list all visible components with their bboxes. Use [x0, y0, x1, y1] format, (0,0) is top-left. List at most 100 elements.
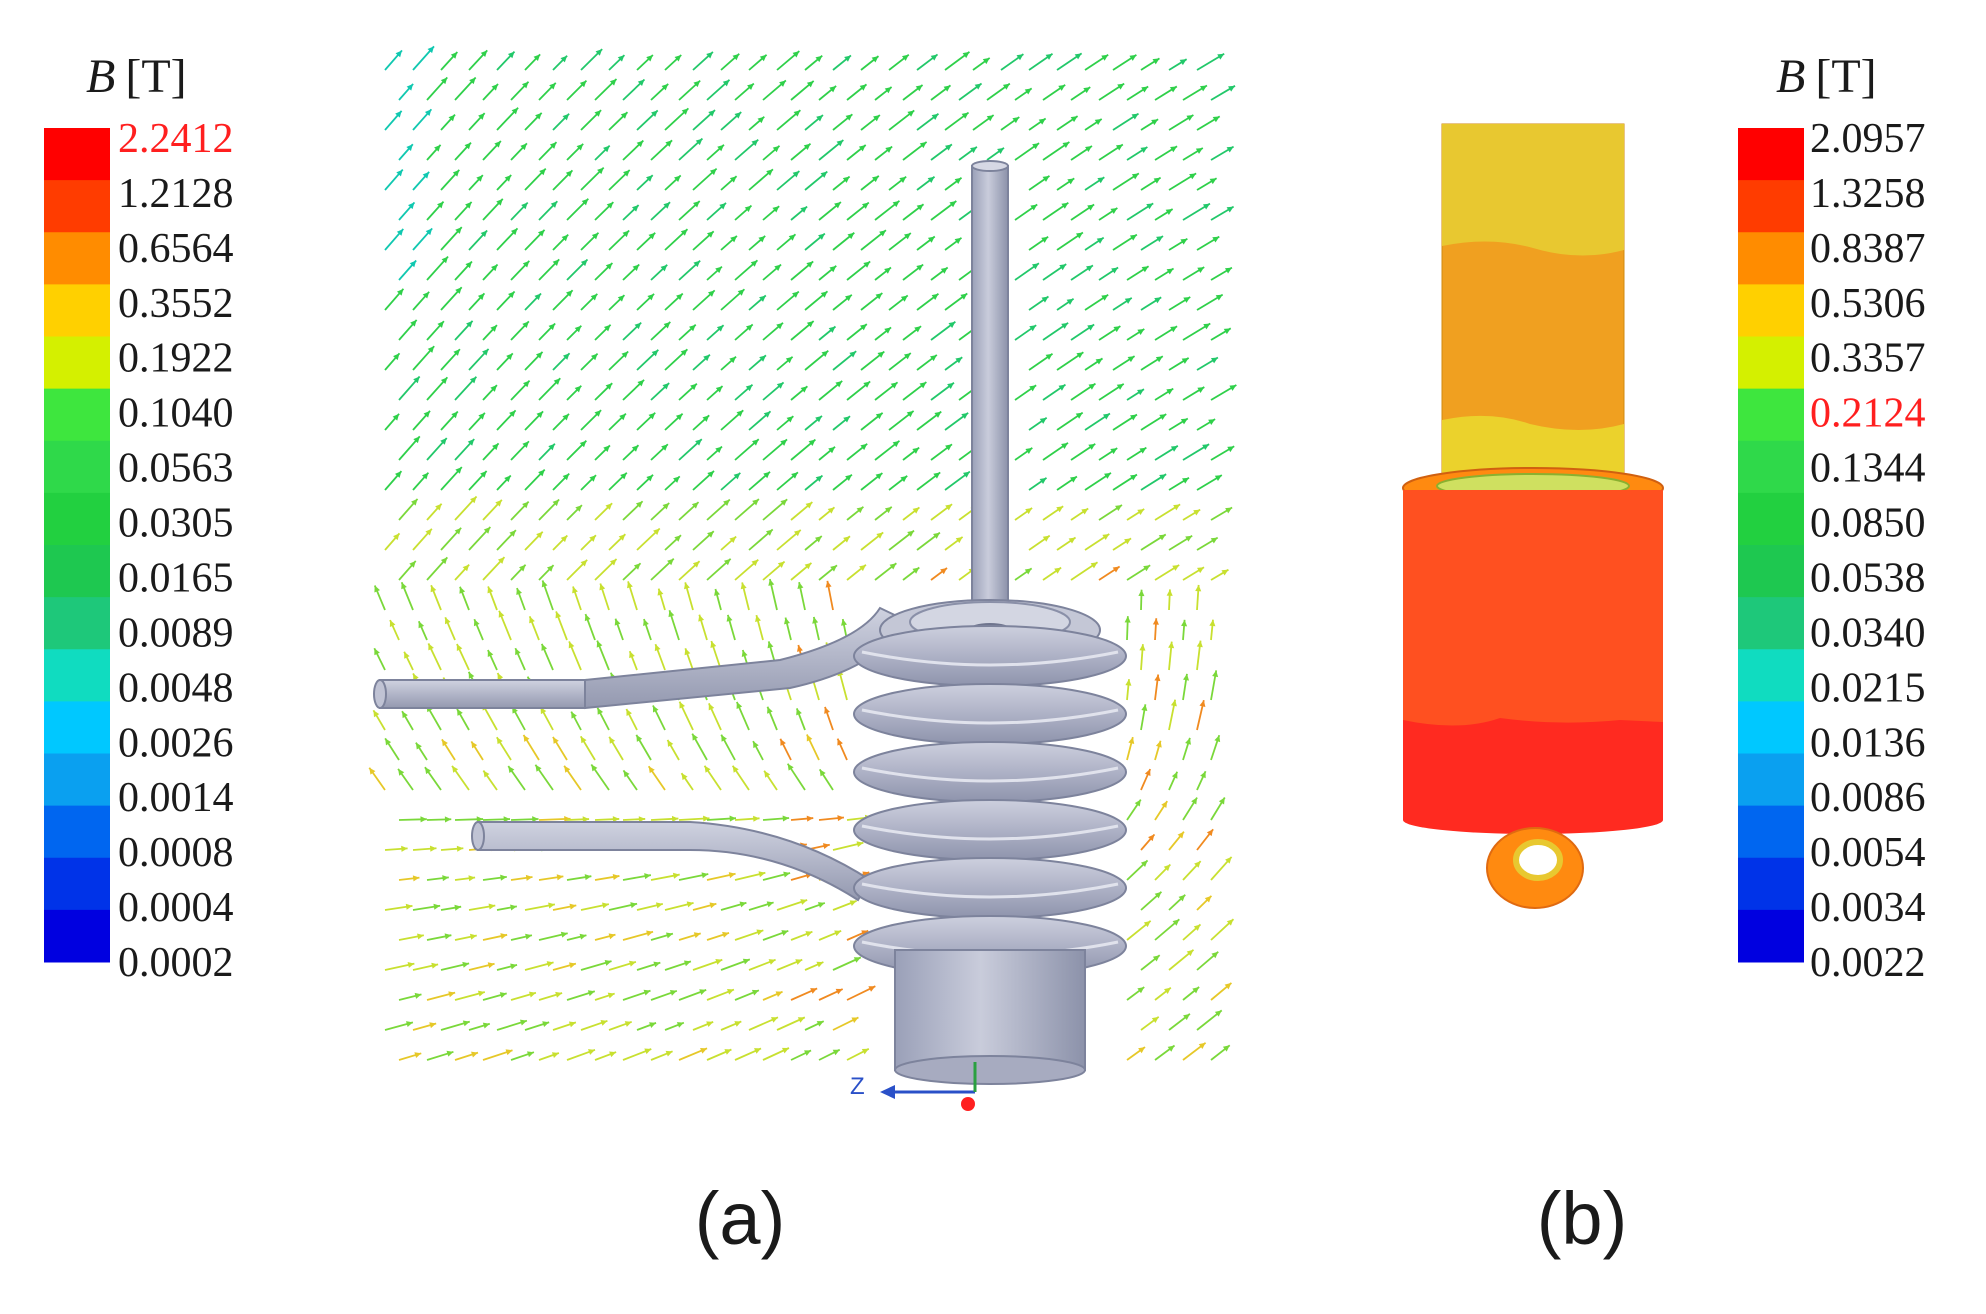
- colorbar-a-band-13: [44, 805, 110, 859]
- field-arrow: [902, 141, 928, 161]
- field-arrow: [1140, 704, 1148, 731]
- colorbar-b-band-10: [1738, 649, 1804, 702]
- colorbar-a-unit: [T]: [125, 50, 186, 103]
- colorbar-b-band-14: [1738, 857, 1804, 911]
- field-arrow: [580, 534, 597, 551]
- field-arrow: [731, 765, 750, 791]
- field-arrow: [487, 649, 498, 671]
- field-arrow: [510, 260, 530, 281]
- field-arrow: [678, 259, 701, 281]
- colorbar-b-tick-label: 1.3258: [1810, 171, 1926, 217]
- field-arrow: [622, 139, 644, 161]
- field-arrow: [684, 647, 694, 671]
- colorbar-b-band-12: [1738, 753, 1804, 807]
- field-arrow: [636, 527, 661, 551]
- field-arrow: [664, 534, 682, 551]
- colorbar-a-band-12: [44, 753, 110, 807]
- field-arrow: [496, 963, 518, 971]
- field-arrow: [415, 742, 428, 761]
- field-arrow: [726, 614, 736, 641]
- field-arrow: [1140, 296, 1162, 311]
- field-arrow: [441, 738, 456, 761]
- field-arrow: [846, 443, 868, 461]
- colorbar-b-tick-label: 0.2124: [1810, 391, 1926, 437]
- field-arrow: [468, 112, 486, 131]
- field-arrow: [846, 201, 870, 221]
- panel-a-label: (a): [695, 1177, 785, 1260]
- field-arrow: [1154, 208, 1174, 221]
- field-arrow: [944, 536, 964, 551]
- colorbar-b-bands: [1738, 128, 1804, 963]
- field-arrow: [818, 201, 842, 221]
- field-arrow: [755, 614, 764, 641]
- field-arrow: [1168, 114, 1194, 131]
- field-arrow: [572, 586, 582, 611]
- field-arrow: [1084, 53, 1109, 71]
- field-arrow: [902, 566, 920, 581]
- field-arrow: [776, 529, 802, 551]
- field-arrow: [454, 990, 486, 1001]
- field-arrow: [1154, 918, 1180, 941]
- field-arrow: [763, 770, 778, 791]
- field-arrow: [930, 567, 948, 581]
- field-arrow: [818, 325, 837, 341]
- field-arrow: [776, 290, 800, 311]
- field-arrow: [790, 142, 812, 161]
- field-arrow: [1154, 267, 1175, 281]
- field-arrow: [692, 530, 715, 551]
- field-arrow: [1112, 172, 1140, 191]
- field-arrow: [650, 443, 669, 461]
- field-arrow: [692, 414, 710, 431]
- field-arrow: [538, 322, 556, 341]
- field-arrow: [1098, 325, 1121, 341]
- field-arrow: [1112, 112, 1139, 131]
- colorbar-a-band-6: [44, 440, 110, 494]
- field-arrow: [599, 583, 610, 611]
- field-arrow: [768, 578, 778, 611]
- coil-turn: [853, 799, 1127, 861]
- field-arrow: [440, 904, 462, 911]
- field-arrow: [860, 229, 887, 251]
- field-arrow: [482, 83, 499, 101]
- field-arrow: [734, 989, 760, 1001]
- field-arrow: [1042, 442, 1069, 461]
- field-arrow: [1196, 1009, 1223, 1031]
- field-arrow: [528, 616, 540, 641]
- field-arrow: [580, 293, 598, 311]
- field-arrow: [426, 875, 449, 882]
- field-arrow: [860, 114, 881, 131]
- field-arrow: [1195, 584, 1202, 611]
- field-arrow: [916, 176, 936, 191]
- field-arrow: [496, 1019, 528, 1031]
- field-arrow: [507, 765, 526, 791]
- field-arrow: [678, 932, 701, 941]
- field-arrow: [636, 961, 661, 971]
- colorbar-b-tick-label: 0.3357: [1810, 336, 1926, 382]
- field-arrow: [580, 232, 600, 251]
- field-arrow: [1056, 231, 1084, 251]
- field-arrow: [1196, 770, 1207, 791]
- field-arrow: [664, 1021, 685, 1031]
- field-arrow: [818, 930, 842, 941]
- field-arrow: [1140, 118, 1159, 131]
- field-arrow: [608, 169, 631, 191]
- field-arrow: [666, 739, 680, 761]
- field-arrow: [846, 985, 876, 1001]
- field-arrow: [706, 1048, 732, 1061]
- field-arrow: [720, 734, 736, 761]
- field-arrow: [426, 503, 443, 521]
- field-arrow: [1154, 145, 1178, 161]
- field-arrow: [776, 899, 808, 911]
- field-arrow: [678, 382, 698, 401]
- ring-eye: [1486, 827, 1584, 909]
- field-arrow: [608, 111, 629, 131]
- field-arrow: [1196, 640, 1203, 671]
- field-arrow: [1126, 265, 1150, 281]
- field-arrow: [692, 470, 715, 491]
- field-arrow: [930, 84, 952, 101]
- field-arrow: [514, 647, 526, 671]
- field-arrow: [1098, 207, 1118, 221]
- field-arrow: [1154, 1044, 1176, 1061]
- field-arrow: [470, 740, 484, 761]
- field-arrow: [706, 498, 731, 521]
